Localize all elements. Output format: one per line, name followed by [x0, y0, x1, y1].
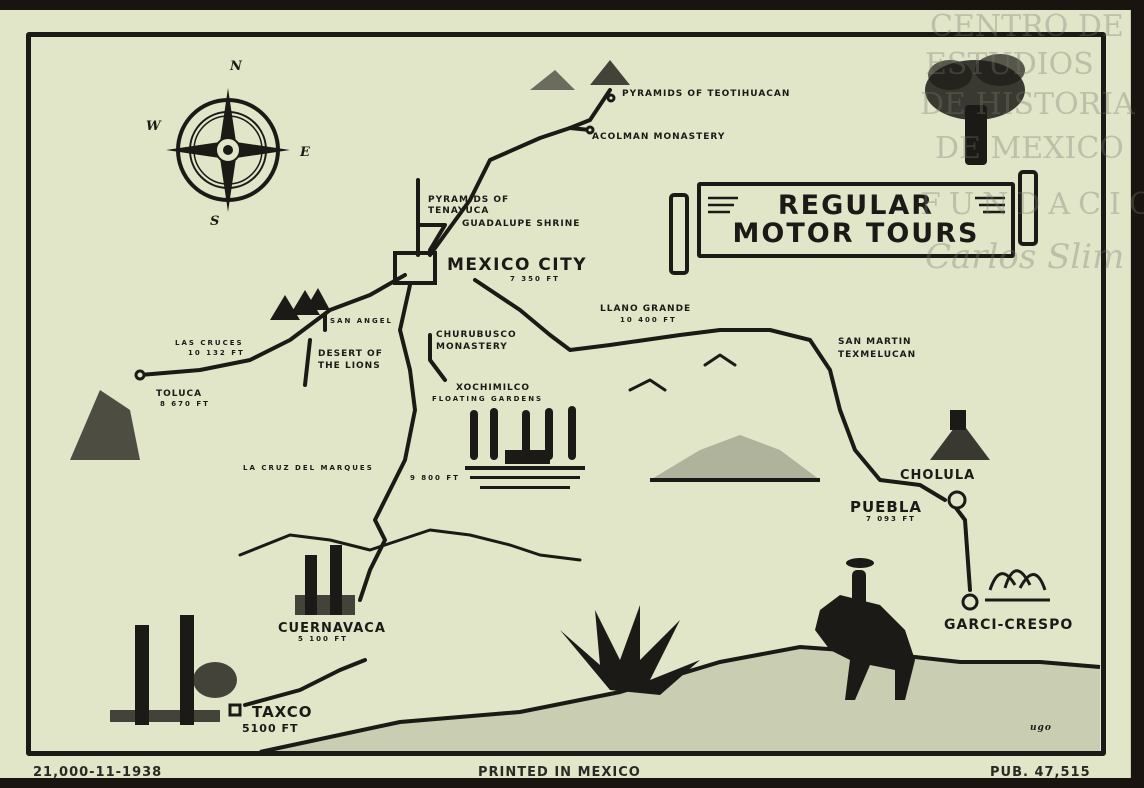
- horseman-illustration: [815, 558, 915, 700]
- watermark-line-6: Carlos Slim: [925, 237, 1125, 277]
- printed-in-label: PRINTED IN MEXICO: [478, 765, 641, 780]
- cholula-church-illustration: [930, 410, 990, 460]
- route-garci-crespo: [948, 498, 972, 592]
- marker-garci-crespo: [961, 593, 979, 611]
- forest-illustration: [270, 288, 330, 320]
- watermark-line-3: DE HISTORIA: [920, 87, 1135, 122]
- watermark-line-2: ESTUDIOS: [925, 47, 1094, 82]
- route-map: [70, 54, 1101, 754]
- fountain-illustration: [985, 569, 1050, 602]
- banner-scroll-right: [1018, 170, 1038, 246]
- xochimilco-illustration: [465, 406, 585, 489]
- volcano-illustration: [650, 435, 820, 482]
- label-cuernavaca: CUERNAVACA: [278, 621, 386, 636]
- marker-acolman: [585, 125, 595, 135]
- title-line-2: MOTOR TOURS: [732, 218, 980, 249]
- cuernavaca-church-illustration: [295, 545, 355, 615]
- label-taxco: TAXCO: [252, 703, 313, 721]
- label-tenayuca-1: PYRAMIDS OF: [428, 195, 510, 205]
- label-desierto-2: THE LIONS: [318, 361, 381, 371]
- label-san-angel: SAN ANGEL: [330, 317, 394, 325]
- taxco-church-illustration: [110, 615, 237, 725]
- marker-taxco: [228, 703, 242, 717]
- label-san-martin-2: TEXMELUCAN: [838, 350, 917, 360]
- label-las-cruces: LAS CRUCES: [175, 339, 244, 347]
- marker-toluca: [134, 369, 146, 381]
- label-desierto-1: DESERT OF: [318, 349, 383, 359]
- maguey-plant-illustration: [560, 605, 700, 695]
- label-llano-grande-elev: 10 400 FT: [620, 316, 677, 324]
- pyramid-illustration-teotihuacan: [530, 60, 630, 90]
- hill-line: [628, 378, 667, 392]
- watermark-line-5: FUNDACION: [920, 187, 1144, 222]
- route-xochimilco: [428, 333, 447, 382]
- route-guadalupe: [416, 223, 447, 252]
- label-tenayuca-2: TENAYUCA: [428, 206, 490, 216]
- label-mexico-city: MEXICO CITY: [447, 255, 588, 275]
- ground-line: [259, 644, 1101, 754]
- label-toluca: TOLUCA: [156, 389, 203, 399]
- compass-west-label: W: [146, 119, 162, 134]
- label-floating-gardens: FLOATING GARDENS: [432, 395, 544, 403]
- label-acolman: ACOLMAN MONASTERY: [592, 132, 726, 142]
- watermark-line-4: DE MEXICO: [935, 131, 1124, 166]
- route-churubusco: [358, 283, 417, 602]
- toluca-volcano-illustration: [70, 390, 140, 460]
- title-line-1: REGULAR: [777, 189, 935, 221]
- label-cuernavaca-elev: 5 100 FT: [298, 635, 348, 643]
- label-llano-grande: LLANO GRANDE: [600, 304, 692, 314]
- route-puebla: [473, 278, 947, 502]
- label-cholula: CHOLULA: [900, 468, 976, 483]
- artist-signature: ugo: [1030, 723, 1052, 733]
- label-la-cruz-elev: 9 800 FT: [410, 474, 460, 482]
- route-taxco: [243, 658, 367, 707]
- compass-south-label: S: [210, 214, 221, 229]
- label-puebla: PUEBLA: [850, 498, 923, 516]
- label-san-martin-1: SAN MARTIN: [838, 337, 912, 347]
- foreground-hills: [260, 645, 1100, 752]
- label-garci-crespo: GARCI-CRESPO: [944, 617, 1074, 633]
- hill-line-2: [703, 353, 737, 367]
- label-mexico-city-elev: 7 350 FT: [510, 275, 560, 283]
- label-xochimilco: XOCHIMILCO: [456, 383, 531, 393]
- mexico-city-block: [393, 251, 437, 285]
- label-taxco-elev: 5100 FT: [242, 722, 299, 735]
- label-churubusco-2: MONASTERY: [436, 342, 508, 352]
- print-run-code: 21,000-11-1938: [33, 765, 163, 780]
- compass-north-label: N: [230, 59, 243, 74]
- label-puebla-elev: 7 093 FT: [866, 515, 916, 523]
- label-churubusco-1: CHURUBUSCO: [436, 330, 517, 340]
- compass-east-label: E: [300, 145, 311, 160]
- map-frame: [26, 32, 1106, 756]
- banner-scroll-left: [669, 193, 689, 275]
- compass-rose: [166, 88, 290, 212]
- title-banner: REGULAR MOTOR TOURS: [697, 182, 1015, 258]
- route-desierto: [303, 338, 312, 387]
- route-toluca: [138, 273, 407, 377]
- marker-teotihuacan: [606, 93, 616, 103]
- marker-puebla: [947, 490, 967, 510]
- tree-illustration: [925, 54, 1025, 165]
- label-las-cruces-elev: 10 132 FT: [188, 349, 245, 357]
- publication-number: PUB. 47,515: [990, 765, 1091, 780]
- postcard: REGULAR MOTOR TOURS N S E W PYRAMIDS OF …: [0, 9, 1144, 780]
- watermark-line-1: CENTRO DE: [930, 9, 1124, 44]
- label-guadalupe: GUADALUPE SHRINE: [462, 219, 581, 229]
- label-la-cruz: LA CRUZ DEL MARQUES: [243, 464, 374, 472]
- label-teotihuacan: PYRAMIDS OF TEOTIHUACAN: [622, 89, 791, 99]
- route-teotihuacan: [428, 88, 612, 257]
- mountain-ridge: [238, 528, 582, 562]
- label-toluca-elev: 8 670 FT: [160, 400, 210, 408]
